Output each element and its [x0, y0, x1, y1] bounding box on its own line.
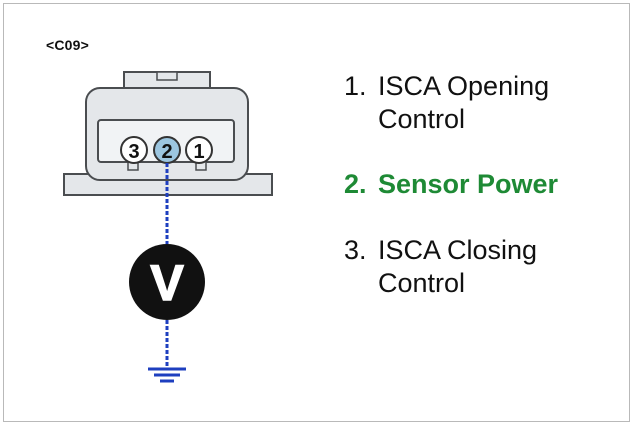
diagram-frame	[3, 3, 630, 422]
legend-item-1-text: ISCA Opening Control	[378, 71, 550, 134]
pin-2-label: 2	[161, 141, 172, 163]
legend-item-2-text: Sensor Power	[378, 169, 559, 199]
pin-1-circle	[185, 136, 213, 164]
legend-item-2-number: 2.	[344, 169, 367, 199]
pin-3-circle	[120, 136, 148, 164]
legend-item-3-text: ISCA Closing Control	[378, 235, 538, 298]
ground-icon	[148, 367, 186, 383]
voltmeter-symbol: V	[150, 255, 184, 311]
pin-1: 1	[185, 136, 213, 164]
pin-1-label: 1	[193, 141, 204, 163]
pin-2: 2	[153, 136, 181, 164]
voltmeter: V	[129, 244, 205, 320]
connector-id-label: <C09>	[46, 37, 90, 53]
legend-item-1-number: 1.	[344, 71, 367, 101]
latch-notch	[156, 71, 178, 81]
pin-3-label: 3	[128, 141, 139, 163]
voltmeter-circle	[129, 244, 205, 320]
pin-3: 3	[120, 136, 148, 164]
legend-item-3-number: 3.	[344, 235, 367, 265]
